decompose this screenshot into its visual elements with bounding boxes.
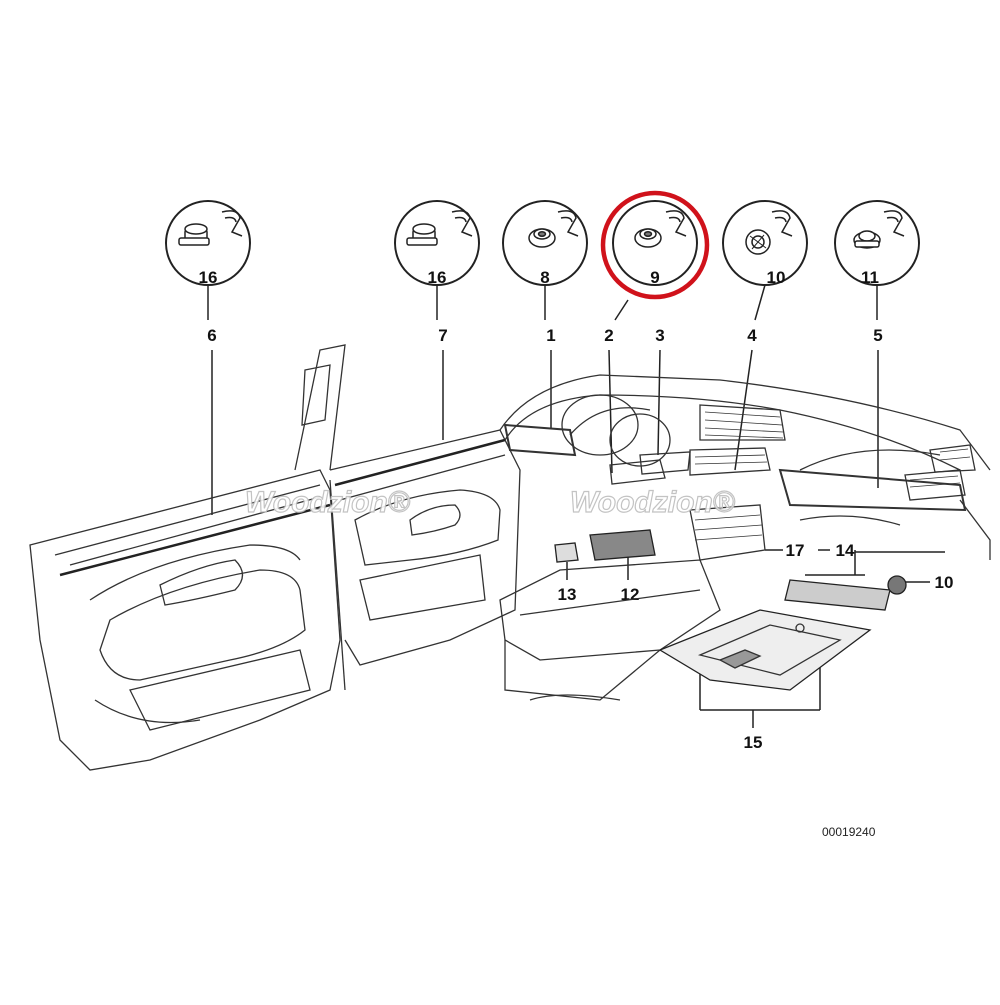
- bubble-label: 11: [861, 268, 879, 287]
- bubble-label: 9: [650, 268, 659, 287]
- detail-bubble-11: 11: [834, 200, 920, 287]
- dash-trim-1: [503, 423, 577, 457]
- clip-icon: [406, 210, 473, 246]
- dash-trim-5: [778, 468, 967, 512]
- callout-1: 1: [546, 326, 555, 345]
- bubble-label: 8: [540, 268, 549, 287]
- drawing-code: 00019240: [822, 825, 876, 839]
- part-10-round-clip: [887, 575, 907, 595]
- detail-bubble-9-highlighted: 9: [600, 190, 710, 300]
- bubble-connectors: [207, 284, 878, 321]
- detail-bubble-10: 10: [722, 200, 808, 287]
- part-14-trim: [784, 579, 891, 611]
- callout-4: 4: [747, 326, 757, 345]
- watermark-right: Woodzion®: [570, 486, 736, 519]
- bubble-label: 16: [428, 268, 447, 287]
- round-clip-icon: [745, 210, 793, 255]
- callout-14: 14: [836, 541, 855, 560]
- door-trim-strip-6: [59, 503, 331, 577]
- highlight-ring: [600, 190, 710, 300]
- callout-5: 5: [873, 326, 882, 345]
- clip-icon: [853, 210, 905, 249]
- callout-3: 3: [655, 326, 664, 345]
- part-13-clip: [554, 542, 579, 563]
- door-trim-strip-7: [334, 438, 506, 487]
- callout-7: 7: [438, 326, 447, 345]
- leader-lines: [211, 349, 945, 728]
- car-interior-drawing: [29, 344, 991, 771]
- callout-13: 13: [558, 585, 577, 604]
- detail-bubble-8: 8: [502, 200, 588, 287]
- callout-17: 17: [786, 541, 805, 560]
- clip-icon: [634, 210, 687, 248]
- callout-10: 10: [935, 573, 954, 592]
- callout-2: 2: [604, 326, 613, 345]
- detail-bubble-16a: 16: [165, 200, 251, 287]
- bubble-label: 16: [199, 268, 218, 287]
- detail-bubble-16b: 16: [394, 200, 480, 287]
- callout-15: 15: [744, 733, 763, 752]
- bubble-label: 10: [767, 268, 786, 287]
- clip-icon: [528, 210, 579, 248]
- callout-6: 6: [207, 326, 216, 345]
- watermark-left: Woodzion®: [245, 486, 411, 519]
- part-12-switch-panel: [589, 529, 656, 561]
- clip-icon: [178, 210, 243, 246]
- part-15-glovebox-tray: [658, 609, 872, 691]
